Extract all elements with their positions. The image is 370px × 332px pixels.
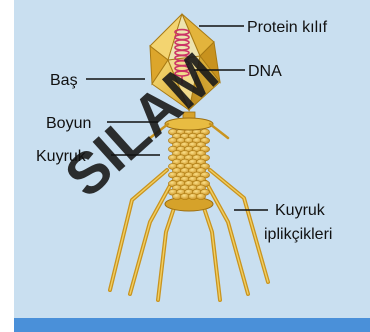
sheath-bead bbox=[196, 194, 205, 200]
label-tail-fibers-line1: Kuyruk bbox=[275, 202, 326, 219]
bottom-bar bbox=[14, 318, 370, 332]
label-dna: DNA bbox=[248, 63, 282, 80]
label-tail-fibers-line2: iplikçikleri bbox=[264, 226, 332, 243]
label-protein-coat: Protein kılıf bbox=[247, 19, 328, 36]
label-tail: Kuyruk bbox=[36, 148, 87, 165]
tail-sheath bbox=[168, 129, 209, 200]
baseplate bbox=[165, 197, 213, 211]
label-neck: Boyun bbox=[46, 115, 91, 132]
label-head: Baş bbox=[50, 72, 78, 89]
